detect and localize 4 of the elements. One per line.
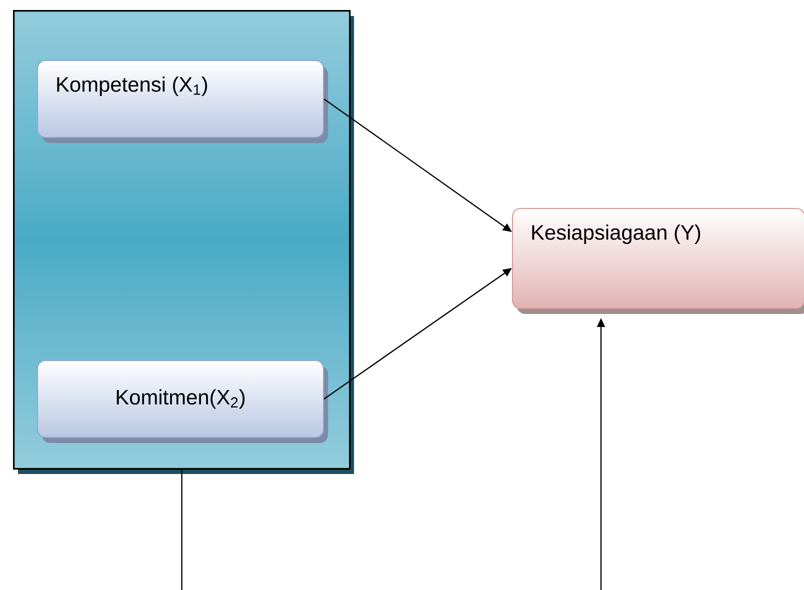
variable-box: Kompetensi (X$_{1}$): [37, 60, 328, 143]
variable-box: Komitmen(X$_{2}$): [37, 360, 328, 443]
connector-line: [181, 470, 182, 590]
variable-box: Kesiapsiagaan (Y): [512, 208, 804, 314]
